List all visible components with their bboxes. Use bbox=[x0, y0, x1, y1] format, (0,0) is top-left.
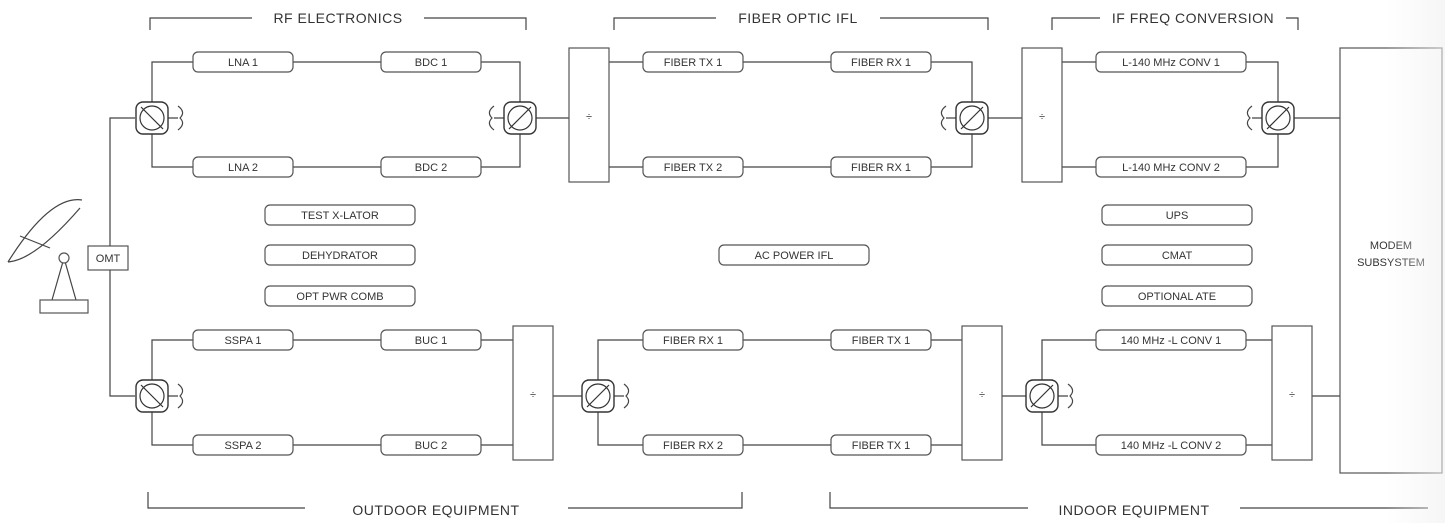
bdc2-box[interactable] bbox=[380, 156, 482, 178]
dehydrator-label: DEHYDRATOR bbox=[302, 250, 378, 262]
fiber-rx1-box[interactable] bbox=[830, 51, 932, 73]
ups-label: UPS bbox=[1166, 210, 1189, 222]
140-l-conv1-label: 140 MHz -L CONV 1 bbox=[1121, 335, 1221, 347]
sspa2-box[interactable] bbox=[192, 434, 294, 456]
opt-pwr-comb-label: OPT PWR COMB bbox=[296, 291, 383, 303]
fiber-rx1-box[interactable] bbox=[642, 329, 744, 351]
header-if-freq-conversion: IF FREQ CONVERSION bbox=[1112, 10, 1274, 26]
test-xlator-box[interactable] bbox=[264, 204, 416, 226]
fiber-tx2-label: FIBER TX 2 bbox=[664, 162, 722, 174]
combiner-symbol: ÷ bbox=[979, 389, 985, 401]
ac-power-ifl-box[interactable] bbox=[718, 244, 870, 266]
combiner-box[interactable] bbox=[961, 325, 1003, 461]
omt-label: OMT bbox=[96, 253, 121, 265]
fiber-tx1-label: FIBER TX 1 bbox=[664, 57, 722, 69]
lna1-box[interactable] bbox=[192, 51, 294, 73]
fiber-tx2-box[interactable] bbox=[642, 156, 744, 178]
splitter-symbol: ÷ bbox=[1039, 111, 1045, 123]
ups-box[interactable] bbox=[1101, 204, 1253, 226]
combiner-symbol: ÷ bbox=[1289, 389, 1295, 401]
splitter-symbol: ÷ bbox=[586, 111, 592, 123]
fiber-rx1-label: FIBER RX 1 bbox=[851, 57, 911, 69]
footer-indoor-equipment: INDOOR EQUIPMENT bbox=[1058, 502, 1209, 518]
bdc2-label: BDC 2 bbox=[415, 162, 447, 174]
l-140-conv2-label: L-140 MHz CONV 2 bbox=[1122, 162, 1220, 174]
sspa1-box[interactable] bbox=[192, 329, 294, 351]
cmat-label: CMAT bbox=[1162, 250, 1193, 262]
buc1-box[interactable] bbox=[380, 329, 482, 351]
opt-pwr-comb-box[interactable] bbox=[264, 285, 416, 307]
l-140-conv1-label: L-140 MHz CONV 1 bbox=[1122, 57, 1220, 69]
fiber-rx1-label: FIBER RX 1 bbox=[663, 335, 723, 347]
bdc1-label: BDC 1 bbox=[415, 57, 447, 69]
bdc1-box[interactable] bbox=[380, 51, 482, 73]
header-fiber-optic-ifl: FIBER OPTIC IFL bbox=[738, 10, 858, 26]
header-brackets bbox=[149, 17, 1299, 30]
optional-ate-label: OPTIONAL ATE bbox=[1138, 291, 1216, 303]
fiber-rx1-label: FIBER RX 1 bbox=[851, 162, 911, 174]
fiber-tx1-label: FIBER TX 1 bbox=[852, 335, 910, 347]
140-l-conv1-box[interactable] bbox=[1095, 329, 1247, 351]
fiber-tx1-box[interactable] bbox=[830, 329, 932, 351]
lna2-box[interactable] bbox=[192, 156, 294, 178]
l-140-conv2-box[interactable] bbox=[1095, 156, 1247, 178]
fiber-rx2-label: FIBER RX 2 bbox=[663, 440, 723, 452]
combiner-box[interactable] bbox=[1271, 325, 1313, 461]
splitter-box[interactable] bbox=[568, 47, 610, 183]
buc2-label: BUC 2 bbox=[415, 440, 447, 452]
fiber-tx1-box[interactable] bbox=[642, 51, 744, 73]
sspa2-label: SSPA 2 bbox=[224, 440, 261, 452]
fiber-rx2-box[interactable] bbox=[642, 434, 744, 456]
sspa1-label: SSPA 1 bbox=[224, 335, 261, 347]
optional-ate-box[interactable] bbox=[1101, 285, 1253, 307]
combiner-symbol: ÷ bbox=[530, 389, 536, 401]
footer-outdoor-equipment: OUTDOOR EQUIPMENT bbox=[352, 502, 519, 518]
header-rf-electronics: RF ELECTRONICS bbox=[273, 10, 402, 26]
140-l-conv2-box[interactable] bbox=[1095, 434, 1247, 456]
ac-power-ifl-label: AC POWER IFL bbox=[755, 250, 834, 262]
lna1-label: LNA 1 bbox=[228, 57, 258, 69]
splitter-box[interactable] bbox=[1021, 47, 1063, 183]
switch-paths bbox=[140, 106, 1290, 408]
cmat-box[interactable] bbox=[1101, 244, 1253, 266]
test-xlator-label: TEST X-LATOR bbox=[301, 210, 379, 222]
buc1-label: BUC 1 bbox=[415, 335, 447, 347]
combiner-box[interactable] bbox=[512, 325, 554, 461]
antenna-dish-icon bbox=[7, 199, 89, 314]
lna2-label: LNA 2 bbox=[228, 162, 258, 174]
140-l-conv2-label: 140 MHz -L CONV 2 bbox=[1121, 440, 1221, 452]
wiring bbox=[109, 61, 1340, 446]
dehydrator-box[interactable] bbox=[264, 244, 416, 266]
fiber-tx1-label: FIBER TX 1 bbox=[852, 440, 910, 452]
modem-label-line1: MODEM bbox=[1370, 240, 1412, 252]
buc2-box[interactable] bbox=[380, 434, 482, 456]
fiber-tx1-box[interactable] bbox=[830, 434, 932, 456]
footer-brackets bbox=[147, 492, 1428, 509]
omt-box[interactable] bbox=[87, 245, 129, 271]
modem-label-line2: SUBSYSTEM bbox=[1357, 257, 1425, 269]
fiber-rx1-box[interactable] bbox=[830, 156, 932, 178]
l-140-conv1-box[interactable] bbox=[1095, 51, 1247, 73]
